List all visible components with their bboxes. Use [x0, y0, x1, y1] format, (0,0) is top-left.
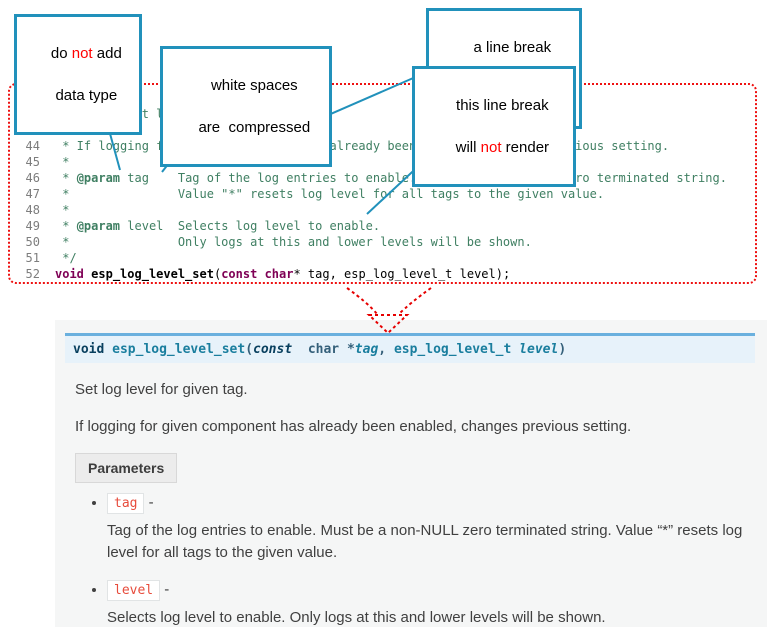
parameters-heading: Parameters — [75, 453, 178, 483]
code-line: 44 * If logging for given component has … — [16, 138, 751, 154]
comment-text: * If logging for given component has alr… — [55, 139, 670, 153]
rendered-docs-panel: void esp_log_level_set(const char *tag, … — [55, 320, 767, 627]
callout-text: a line break — [473, 39, 552, 56]
callout-text-red: not — [71, 45, 93, 62]
code-line: 48 * — [16, 202, 751, 218]
parameter-description: Tag of the log entries to enable. Must b… — [107, 522, 743, 561]
callout-text: add — [92, 45, 122, 62]
line-number: 46 — [25, 171, 40, 185]
code-token — [257, 267, 264, 281]
comment-text: * Value "*" resets log level for all tag… — [55, 187, 605, 201]
line-number: 50 — [25, 235, 40, 249]
callout-whitespace-compressed: white spaces are compressed — [160, 46, 332, 167]
parameter-description: Selects log level to enable. Only logs a… — [107, 609, 606, 626]
comment-text: * — [55, 203, 70, 217]
callout-text: do — [50, 45, 72, 62]
code-line: 51 */ — [16, 250, 751, 266]
comment-text: * — [55, 219, 77, 233]
code-token: ( — [213, 267, 222, 281]
signature-part: char * — [292, 342, 355, 357]
line-number: 49 — [25, 219, 40, 233]
code-line: 50 * Only logs at this and lower levels … — [16, 234, 751, 250]
signature-part: void — [73, 342, 105, 357]
callout-text: will — [455, 139, 481, 156]
code-token: void — [55, 267, 84, 281]
funnel-arrow-right-edge — [398, 287, 432, 315]
parameter-dash: - — [160, 581, 170, 598]
signature-part: level — [519, 342, 559, 357]
line-number: 44 — [25, 139, 40, 153]
code-line: 46 * @param tag Tag of the log entries t… — [16, 170, 751, 186]
doxygen-tag: @param — [76, 171, 121, 185]
signature-part: tag — [354, 342, 379, 357]
signature-part: ) — [558, 342, 567, 357]
comment-text: level Selects log level to enable. — [120, 219, 381, 233]
doc-summary: Set log level for given tag. — [75, 381, 248, 398]
comment-text: * Only logs at this and lower levels wil… — [55, 235, 532, 249]
comment-text: * — [55, 171, 77, 185]
parameter-item: tag - Tag of the log entries to enable. … — [107, 493, 767, 564]
comment-text: * — [55, 155, 70, 169]
code-token: esp_log_level_set — [91, 267, 214, 281]
line-number: 47 — [25, 187, 40, 201]
callout-line-break-not-render: this line break will not render — [412, 66, 576, 187]
callout-no-data-type: do not add data type — [14, 14, 142, 135]
callout-text: this line break — [456, 97, 549, 114]
code-token: const — [221, 267, 258, 281]
signature-part: esp_log_level_set — [112, 342, 246, 357]
line-number: 51 — [25, 251, 40, 265]
callout-text: white spaces — [210, 77, 298, 94]
doxygen-tag: @param — [76, 219, 121, 233]
line-number: 52 — [25, 267, 40, 281]
doc-description: If logging for given component has alrea… — [75, 418, 632, 435]
parameter-name: tag — [107, 493, 145, 514]
code-token: * tag, esp_log_level_t level); — [293, 267, 511, 281]
funnel-arrow-left-edge — [346, 287, 378, 315]
code-line: 49 * @param level Selects log level to e… — [16, 218, 751, 234]
signature-part: esp_log_level_t — [393, 342, 512, 357]
parameter-item: level - Selects log level to enable. Onl… — [107, 580, 767, 629]
signature-part: ( — [245, 342, 254, 357]
callout-text: are compressed — [198, 119, 311, 136]
parameter-dash: - — [144, 494, 154, 511]
function-signature: void esp_log_level_set(const char *tag, … — [65, 333, 755, 363]
line-number: 48 — [25, 203, 40, 217]
code-token: char — [264, 267, 294, 281]
comment-text: */ — [55, 251, 77, 265]
code-line: 52 void esp_log_level_set(const char* tag… — [16, 266, 751, 282]
signature-part: , — [378, 342, 394, 357]
line-number: 45 — [25, 155, 40, 169]
callout-text: render — [501, 139, 550, 156]
parameters-list: tag - Tag of the log entries to enable. … — [55, 493, 767, 629]
signature-part: const — [253, 342, 293, 357]
parameter-name: level — [107, 580, 161, 601]
callout-text-red: not — [480, 139, 502, 156]
signature-part — [511, 342, 519, 357]
code-line: 45 * — [16, 154, 751, 170]
code-line: 47 * Value "*" resets log level for all … — [16, 186, 751, 202]
callout-text: data type — [55, 87, 118, 104]
signature-part — [104, 342, 112, 357]
